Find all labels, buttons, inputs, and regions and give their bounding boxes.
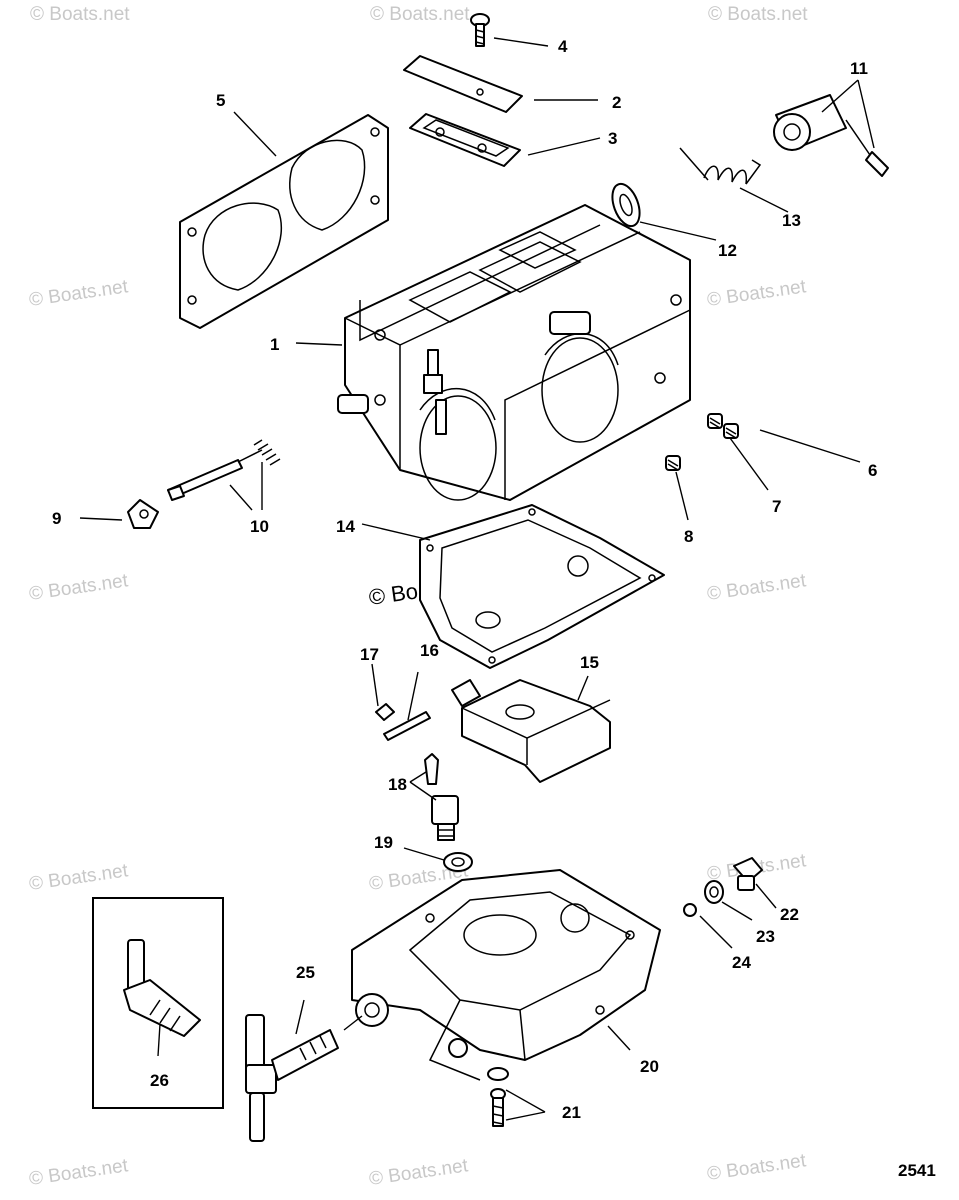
callout-12: 12 xyxy=(718,241,737,260)
callout-7: 7 xyxy=(772,497,781,516)
part-4-screw xyxy=(470,13,490,47)
part-3-cover-gasket xyxy=(409,113,521,167)
watermark: © Boats.net xyxy=(706,1150,808,1185)
part-23-washer xyxy=(704,880,724,904)
part-11-choke-assembly xyxy=(773,94,889,177)
callout-11: 11 xyxy=(850,59,868,78)
callout-5: 5 xyxy=(216,91,225,110)
watermark: © Boats.net xyxy=(28,276,130,311)
callout-26: 26 xyxy=(150,1071,169,1090)
part-10-idle-mixture-screw xyxy=(167,439,281,501)
watermark: © Boats.net xyxy=(28,1155,130,1190)
part-15-float xyxy=(451,679,611,783)
callout-8: 8 xyxy=(684,527,693,546)
part-7-spring xyxy=(707,413,723,429)
callout-numbers: 4 2 3 5 1 6 7 8 9 10 11 12 13 14 15 16 1… xyxy=(52,37,877,1122)
callout-24: 24 xyxy=(732,953,751,972)
watermark: © Boats.net xyxy=(28,860,130,895)
callout-9: 9 xyxy=(52,509,61,528)
inset-box xyxy=(92,897,224,1109)
part-20-float-bowl xyxy=(351,869,661,1081)
part-24-plug xyxy=(683,903,697,917)
callout-4: 4 xyxy=(558,37,568,56)
callout-13: 13 xyxy=(782,211,801,230)
callout-6: 6 xyxy=(868,461,877,480)
callout-15: 15 xyxy=(580,653,599,672)
callout-14: 14 xyxy=(336,517,355,536)
watermark: © Boats.net xyxy=(30,4,130,25)
part-21-drain-screw xyxy=(487,1067,509,1127)
watermark: © Boats.net xyxy=(706,570,808,605)
part-6-spring xyxy=(723,423,739,439)
part-1-throttle-body xyxy=(337,204,691,501)
callout-21: 21 xyxy=(562,1103,581,1122)
part-16-float-pin xyxy=(383,711,431,741)
callout-25: 25 xyxy=(296,963,315,982)
callout-16: 16 xyxy=(420,641,439,660)
watermark: © Boats.net xyxy=(708,4,808,25)
callout-2: 2 xyxy=(612,93,621,112)
callout-3: 3 xyxy=(608,129,617,148)
part-25-fuel-fitting xyxy=(245,1014,339,1142)
part-12-seal xyxy=(611,182,641,228)
part-9-nut xyxy=(127,499,159,529)
drawing-number: 2541 xyxy=(898,1161,936,1180)
part-18-needle-and-seat xyxy=(424,753,459,841)
part-5-flange-gasket xyxy=(179,114,389,329)
callout-18: 18 xyxy=(388,775,407,794)
callout-23: 23 xyxy=(756,927,775,946)
part-14-base-gasket xyxy=(419,504,665,669)
part-17-screw xyxy=(375,703,395,721)
callout-19: 19 xyxy=(374,833,393,852)
part-8-spring xyxy=(665,455,681,471)
part-13-torsion-spring xyxy=(679,147,762,185)
callout-22: 22 xyxy=(780,905,799,924)
callout-1: 1 xyxy=(270,335,279,354)
watermark: © Boats.net xyxy=(706,276,808,311)
part-2-cover-plate xyxy=(403,55,523,113)
callout-17: 17 xyxy=(360,645,379,664)
callout-10: 10 xyxy=(250,517,269,536)
part-22-plug xyxy=(733,857,763,891)
watermark: © Boats.net xyxy=(370,4,470,25)
part-26-fuel-fitting-alt xyxy=(123,939,201,1037)
leader-lines xyxy=(79,37,875,1121)
callout-20: 20 xyxy=(640,1057,659,1076)
watermark: © Boats.net xyxy=(368,1155,470,1190)
part-19-washer xyxy=(443,852,473,872)
watermark: © Boats.net xyxy=(28,570,130,605)
